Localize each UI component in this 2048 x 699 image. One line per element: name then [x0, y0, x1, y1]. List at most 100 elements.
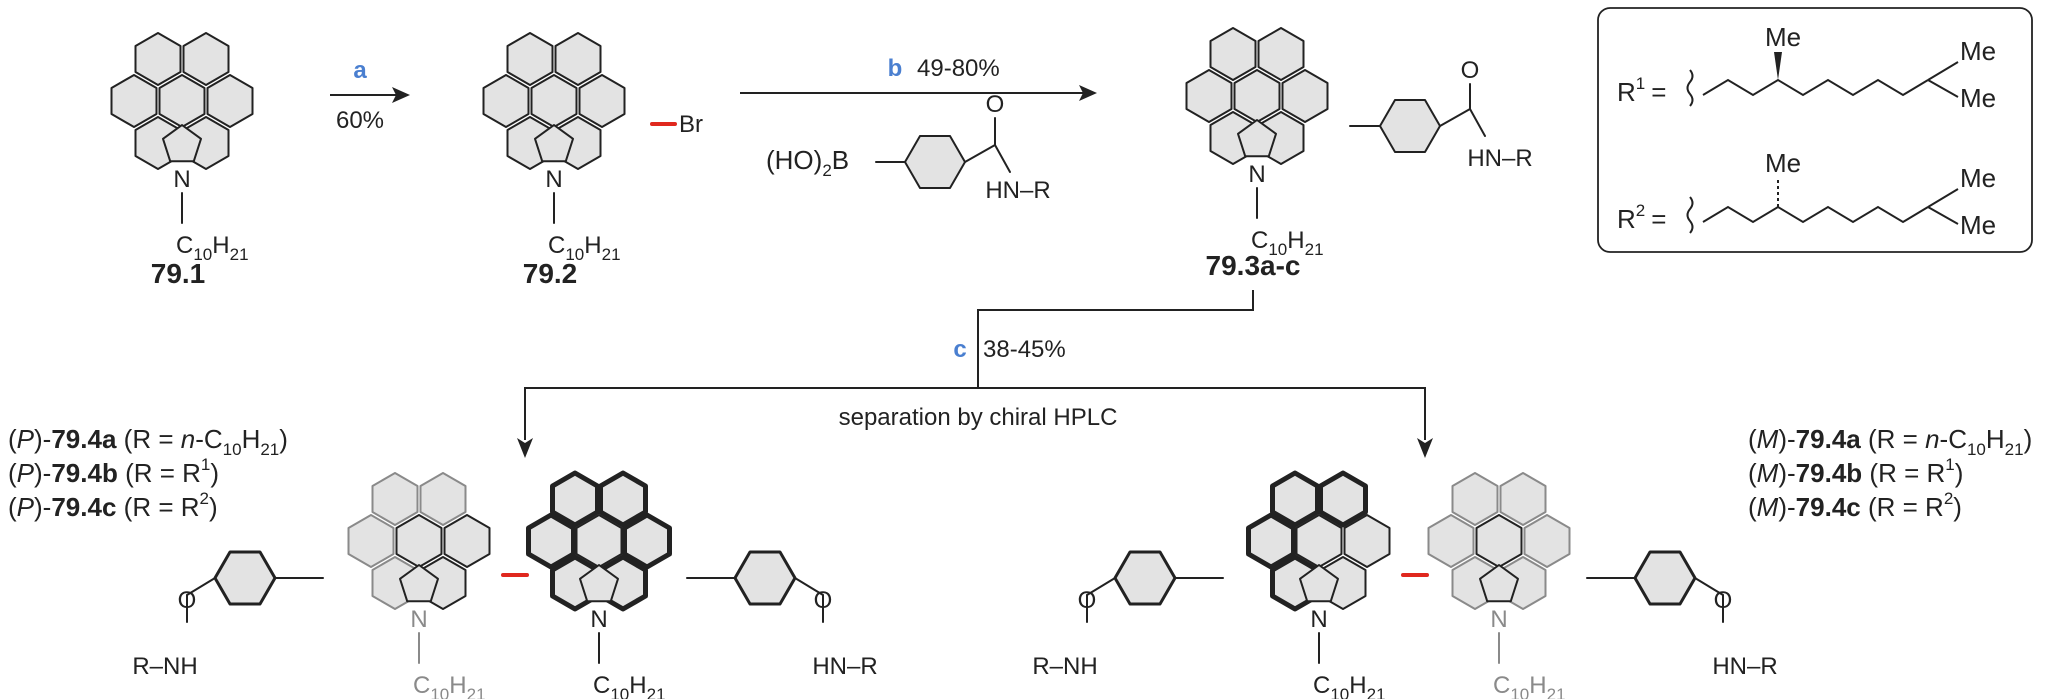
mol-79-2-ring-topR: [554, 32, 602, 86]
product-p-right-ring-left: [526, 512, 576, 570]
product-p-n-left: N: [410, 606, 427, 633]
product-m-right-ring-right: [1523, 514, 1571, 568]
product-m-c: (M)-79.4c (R = R2): [1748, 489, 1962, 522]
product-p-o-left: O: [178, 587, 197, 614]
reagent-phenyl: [904, 135, 966, 189]
mol-79-2-alkyl: C10H21: [548, 232, 621, 264]
step-a-yield: 60%: [336, 107, 384, 134]
step-b-letter: b: [888, 55, 903, 82]
product-labels-p: (P)-79.4a (R = n-C10H21) (P)-79.4b (R = …: [8, 424, 288, 522]
reagent-co-bond: [964, 144, 996, 163]
mol-79-1-ring-center: [158, 74, 206, 128]
arrowhead-c-right: [1417, 438, 1433, 458]
r-group-box: [1597, 7, 2033, 253]
mol-79-3-ring-topL: [1209, 27, 1257, 81]
product-m-n-right: N: [1490, 606, 1507, 633]
product-m-co-left: [1086, 577, 1116, 596]
arrow-c-path: [524, 290, 1426, 440]
arrowhead-a: [392, 87, 410, 103]
mol-79-1-ring-pyrrole: [162, 124, 202, 163]
product-p-left-ring-topR: [419, 472, 467, 526]
product-p-hnr-right: HN–R: [812, 653, 877, 680]
product-p-c: (P)-79.4c (R = R2): [8, 489, 218, 522]
product-m-a: (M)-79.4a (R = n-C10H21): [1748, 424, 2032, 459]
product-m-alkyl-left: C10H21: [1313, 672, 1386, 699]
mol-79-3-ring-center: [1233, 69, 1281, 123]
product-p-left-ring-left: [347, 514, 395, 568]
compound-79-3: 79.3a-c: [1206, 250, 1301, 281]
mol-79-2-ring-right: [578, 74, 626, 128]
boronic-prefix: (HO)2B: [766, 145, 849, 180]
mol-79-3-co-bond: [1439, 108, 1471, 127]
product-m-o-right: O: [1714, 587, 1733, 614]
r1-me-2: Me: [1960, 36, 1996, 66]
boronic-acid-label: (HO)2B: [766, 145, 849, 180]
product-labels-m: (M)-79.4a (R = n-C10H21) (M)-79.4b (R = …: [1748, 424, 2032, 522]
product-m-co-right: [1694, 577, 1724, 596]
reagent-cn-bond: [994, 144, 1011, 173]
atom-labels: NC10H21NC10H21BrOHN–RNC10H21OHN–RNC10H21…: [132, 57, 1777, 699]
mol-79-2-ring-pyrrole: [534, 124, 574, 163]
product-m-left-ring-pyrrole: [1299, 564, 1339, 603]
product-p-co-right: [794, 577, 824, 596]
product-m-alkyl-right: C10H21: [1493, 672, 1566, 699]
product-m-right-ring-left: [1427, 514, 1475, 568]
r1-chain: [1686, 61, 1959, 107]
ring-layer: [110, 27, 1697, 612]
product-p-n-right: N: [590, 606, 607, 633]
product-m-n-left: N: [1310, 606, 1327, 633]
product-m-rnh-left: R–NH: [1032, 653, 1097, 680]
mol-79-3-hn-r: HN–R: [1467, 145, 1532, 172]
r2-chain: [1686, 180, 1959, 234]
product-p-left-ring-right: [443, 514, 491, 568]
mol-79-3-ring-pyrrole: [1237, 119, 1277, 158]
product-p-left-ring-topL: [371, 472, 419, 526]
mol-79-2-br: Br: [679, 111, 703, 138]
compound-79-2: 79.2: [523, 258, 578, 289]
product-m-right-ring-topL: [1451, 472, 1499, 526]
mol-79-3-ring-left: [1185, 69, 1233, 123]
r2-label: R2=: [1617, 201, 1666, 234]
product-p-alkyl-left: C10H21: [413, 672, 486, 699]
arrowheads: [392, 85, 1433, 458]
r2-me-1: Me: [1765, 148, 1801, 178]
product-m-phenyl-left: [1113, 550, 1177, 606]
product-m-left-ring-right: [1343, 514, 1391, 568]
product-p-b: (P)-79.4b (R = R1): [8, 455, 219, 488]
product-p-right-ring-topL: [550, 470, 600, 528]
r1-me-3: Me: [1960, 83, 1996, 113]
product-p-co-left: [186, 577, 216, 596]
mol-79-1-n: N: [173, 166, 190, 193]
mol-79-1-ring-topL: [134, 32, 182, 86]
product-p-rnh-left: R–NH: [132, 653, 197, 680]
reagent-hn-r: HN–R: [985, 177, 1050, 204]
bond-layer: [181, 83, 1724, 664]
r2-me-3: Me: [1960, 210, 1996, 240]
product-m-phenyl-right: [1633, 550, 1697, 606]
product-p-right-ring-pyrrole: [579, 564, 619, 603]
mol-79-1-ring-right: [206, 74, 254, 128]
product-p-left-ring-pyrrole: [399, 564, 439, 603]
arrowhead-c-left: [517, 438, 533, 458]
mol-79-3-o: O: [1461, 57, 1480, 84]
product-p-left-ring-center: [395, 514, 443, 568]
r1-wedge: [1774, 52, 1782, 80]
product-m-b: (M)-79.4b (R = R1): [1748, 455, 1963, 488]
mol-79-1-alkyl: C10H21: [176, 232, 249, 264]
product-p-alkyl-right: C10H21: [593, 672, 666, 699]
mol-79-2-n: N: [545, 166, 562, 193]
arrowhead-b: [1079, 85, 1097, 101]
product-m-right-ring-topR: [1499, 472, 1547, 526]
arrows: [330, 92, 1426, 440]
mol-79-2-ring-topL: [506, 32, 554, 86]
r2-me-2: Me: [1960, 163, 1996, 193]
step-c-note: separation by chiral HPLC: [839, 404, 1118, 431]
compound-79-1: 79.1: [151, 258, 206, 289]
step-c-letter: c: [953, 336, 966, 363]
mol-79-3-ring-right: [1281, 69, 1329, 123]
mol-79-1-ring-left: [110, 74, 158, 128]
mol-79-3-alkyl: C10H21: [1251, 227, 1324, 259]
product-p-a: (P)-79.4a (R = n-C10H21): [8, 424, 288, 459]
mol-79-3-n: N: [1248, 161, 1265, 188]
